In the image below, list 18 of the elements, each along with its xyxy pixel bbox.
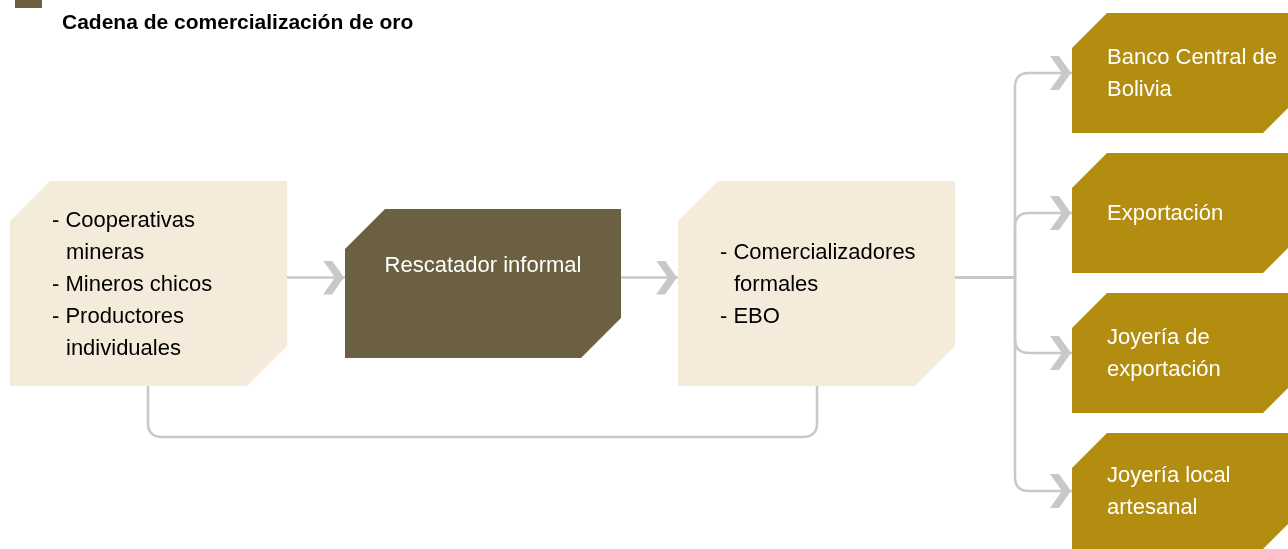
title: Cadena de comercialización de oro [62, 9, 414, 35]
process-box [345, 209, 621, 358]
node-text: - Cooperativas mineras [52, 205, 197, 266]
node-text: Joyería local artesanal [1107, 461, 1232, 521]
node-text: - Comercializadores formales [720, 237, 917, 298]
node-text: - EBO [720, 301, 781, 330]
destination-box [1072, 13, 1288, 133]
destination-box [1072, 293, 1288, 413]
destination-box [1072, 153, 1288, 273]
node-text: Rescatador informal [384, 251, 582, 279]
node-text: Exportación [1107, 199, 1224, 227]
node-text: - Productores individuales [52, 301, 186, 362]
list-box [678, 181, 955, 386]
list-box [10, 181, 287, 386]
node-text: - Mineros chicos [52, 269, 213, 298]
node-text: Joyería de exportación [1107, 323, 1222, 383]
node-text: Banco Central de Bolivia [1107, 43, 1278, 103]
destination-box [1072, 433, 1288, 549]
